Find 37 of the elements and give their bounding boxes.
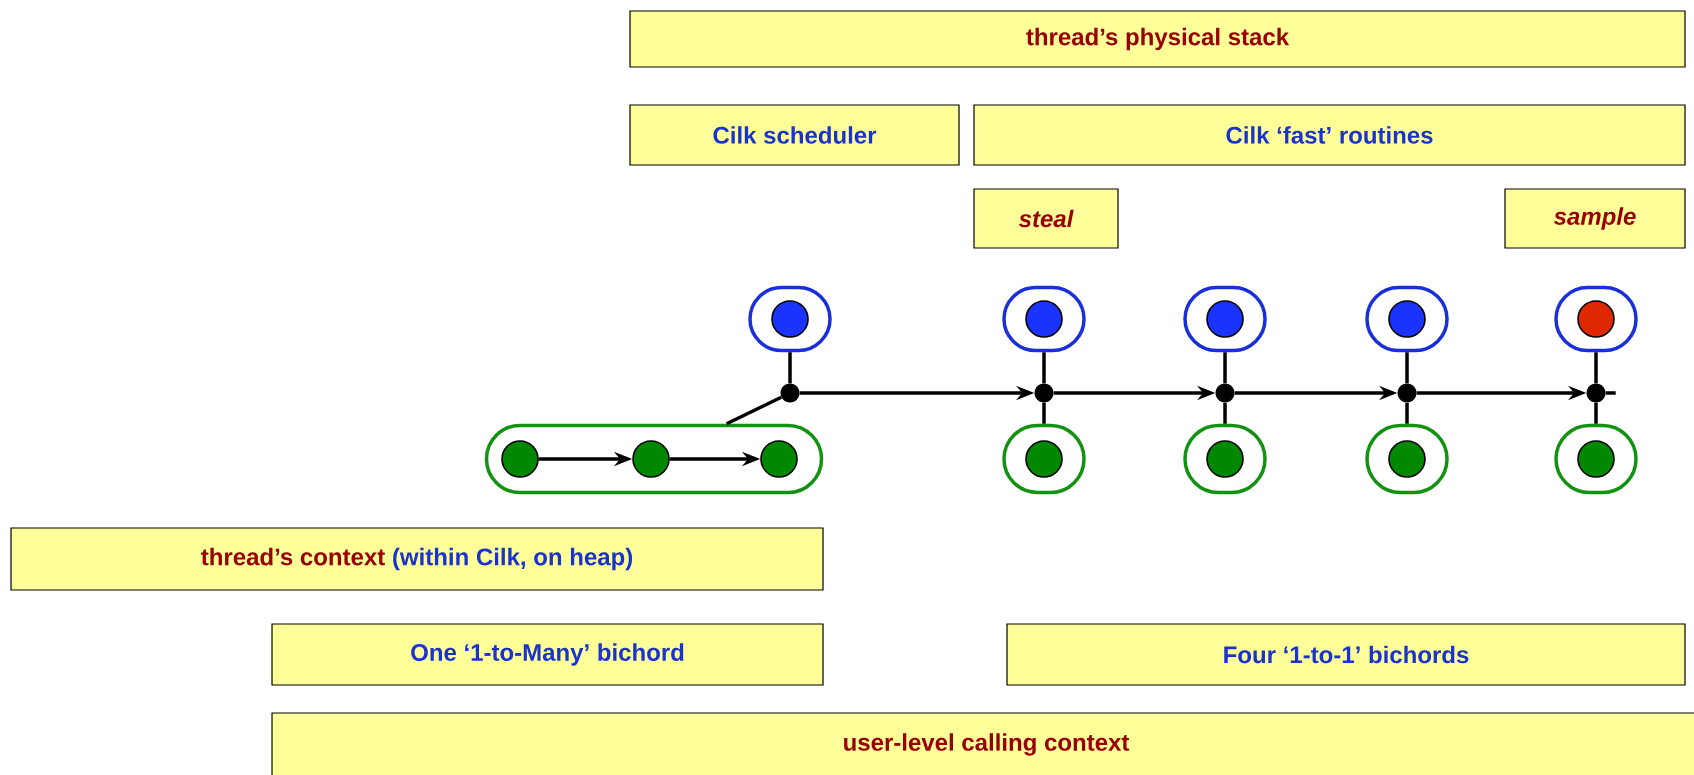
- junction-dot: [780, 383, 800, 403]
- connector-line: [1042, 352, 1046, 384]
- connector-line: [1605, 391, 1616, 395]
- label-box: user-level calling context: [271, 712, 1694, 775]
- junction-dot: [1397, 383, 1417, 403]
- label-box: Cilk ‘fast’ routines: [973, 104, 1686, 166]
- label-box: thread’s context (within Cilk, on heap): [10, 527, 824, 591]
- connector-line: [788, 352, 792, 384]
- connector-line: [1594, 352, 1598, 384]
- label-box: thread’s physical stack: [629, 10, 1686, 68]
- junction-dot: [1586, 383, 1606, 403]
- label-box: Cilk scheduler: [629, 104, 960, 166]
- circle-node: [1577, 440, 1615, 478]
- connector-line: [1594, 402, 1598, 424]
- connector-line: [725, 395, 783, 426]
- connector-line: [1042, 402, 1046, 424]
- circle-node: [1388, 440, 1426, 478]
- circle-node: [501, 440, 539, 478]
- label-box: Four ‘1-to-1’ bichords: [1006, 623, 1686, 686]
- junction-dot: [1034, 383, 1054, 403]
- label-box: One ‘1-to-Many’ bichord: [271, 623, 824, 686]
- label-box: sample: [1504, 188, 1686, 249]
- connector-line: [1223, 402, 1227, 424]
- circle-node: [1388, 300, 1426, 338]
- junction-dot: [1215, 383, 1235, 403]
- label-box: steal: [973, 188, 1119, 249]
- circle-node: [1025, 440, 1063, 478]
- circle-node: [1025, 300, 1063, 338]
- circle-node: [760, 440, 798, 478]
- circle-node: [1577, 300, 1615, 338]
- circle-node: [1206, 300, 1244, 338]
- circle-node: [1206, 440, 1244, 478]
- connector-line: [1405, 402, 1409, 424]
- connector-line: [1405, 352, 1409, 384]
- connector-line: [1223, 352, 1227, 384]
- circle-node: [632, 440, 670, 478]
- circle-node: [771, 300, 809, 338]
